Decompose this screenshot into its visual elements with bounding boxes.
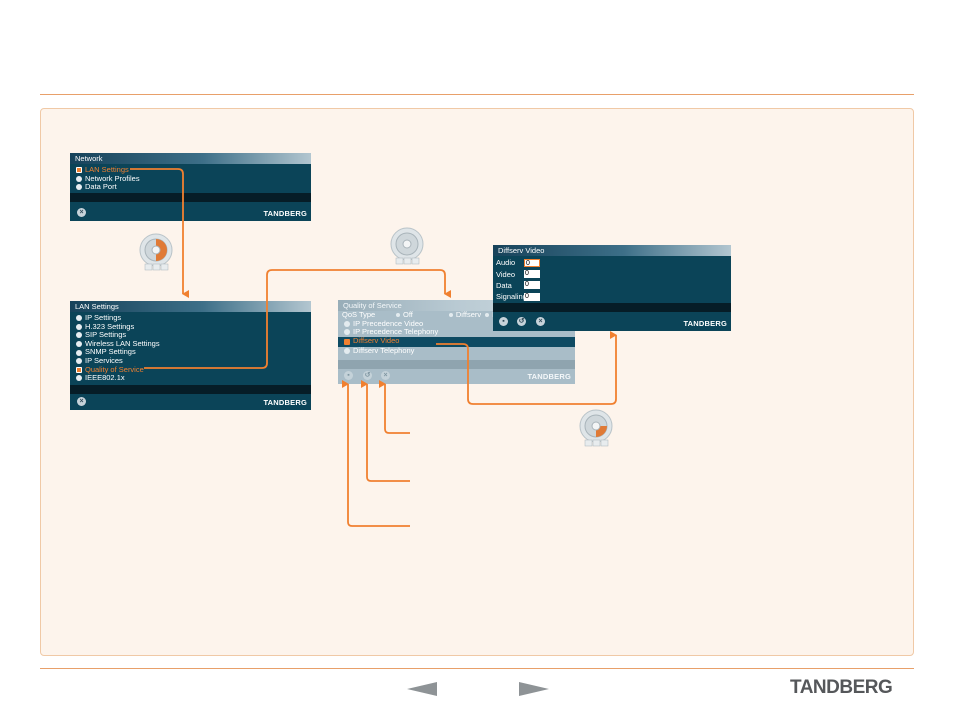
undo-icon[interactable]: ↺	[517, 317, 526, 326]
menu-title: LAN Settings	[70, 301, 311, 312]
undo-icon[interactable]: ↺	[363, 371, 372, 380]
tandberg-logo: TANDBERG	[683, 319, 727, 328]
bullet-icon	[76, 349, 82, 356]
lan-settings-menu: LAN Settings IP Settings H.323 Settings …	[70, 301, 311, 410]
menu-item-sip-settings[interactable]: SIP Settings	[70, 331, 311, 340]
menu-item-data-port[interactable]: Data Port	[70, 183, 311, 192]
field-video: Video 0	[493, 268, 731, 279]
menu-item-ip-services[interactable]: IP Services	[70, 356, 311, 366]
arrow-diffserv-to-diffserv-menu	[436, 331, 617, 405]
tandberg-brand-logo: TANDBERG	[790, 677, 893, 698]
field-label: Data	[496, 280, 512, 290]
bullet-icon	[76, 332, 82, 339]
diffserv-video-menu: Diffserv Video Audio 0 Video 0 Data 0 Signa…	[493, 245, 731, 331]
tandberg-logo: TANDBERG	[263, 398, 307, 407]
field-data: Data 0	[493, 280, 731, 291]
remote-control-icon	[139, 233, 173, 271]
menu-item-ieee8021x[interactable]: IEEE802.1x	[70, 374, 311, 383]
network-menu: Network LAN Settings Network Profiles Da…	[70, 153, 311, 221]
arrow-qos-to-qos-dialog	[144, 269, 451, 369]
menu-item-snmp-settings[interactable]: SNMP Settings	[70, 348, 311, 357]
bullet-icon	[76, 375, 82, 382]
menu-item-diffserv-video[interactable]: Diffserv Video	[338, 336, 575, 347]
menu-title: Quality of Service	[338, 300, 575, 311]
bullet-icon	[76, 315, 82, 322]
menu-item-ip-precedence-video[interactable]: IP Precedence Video	[338, 319, 575, 329]
data-input[interactable]: 0	[524, 281, 540, 290]
radio-icon[interactable]	[448, 313, 453, 318]
status-bar	[70, 193, 311, 202]
bullet-icon	[344, 329, 350, 336]
remote-control-icon	[390, 227, 424, 265]
signaling-input[interactable]: 0	[524, 292, 540, 301]
bullet-icon	[76, 184, 82, 191]
field-label: Signaling	[496, 292, 527, 302]
top-divider	[40, 94, 914, 95]
bullet-icon	[76, 167, 82, 174]
callout-close	[379, 380, 410, 434]
tandberg-logo: TANDBERG	[263, 209, 307, 218]
qos-option-off[interactable]: Off	[403, 310, 413, 319]
qos-option-diffserv[interactable]: Diffserv	[455, 310, 482, 319]
tandberg-logo: TANDBERG	[527, 372, 571, 381]
menu-item-ip-precedence-telephony[interactable]: IP Precedence Telephony	[338, 328, 575, 337]
bullet-icon	[344, 348, 350, 355]
bullet-icon	[76, 341, 82, 348]
menu-item-quality-of-service[interactable]: Quality of Service	[70, 365, 311, 375]
save-icon[interactable]: ▪	[499, 317, 508, 326]
left-arrow-icon[interactable]	[407, 682, 437, 696]
audio-input[interactable]: 0	[524, 258, 540, 267]
close-icon[interactable]: ×	[77, 208, 86, 217]
video-input[interactable]: 0	[524, 270, 540, 279]
close-icon[interactable]: ×	[536, 317, 545, 326]
status-bar	[338, 360, 575, 369]
bullet-icon	[76, 175, 82, 182]
radio-icon[interactable]	[396, 313, 400, 318]
menu-item-h323-settings[interactable]: H.323 Settings	[70, 322, 311, 332]
callout-undo	[361, 380, 410, 482]
close-icon[interactable]: ×	[77, 397, 86, 406]
arrow-lan-to-lan-menu	[130, 168, 189, 298]
status-bar	[493, 303, 731, 312]
field-label: Video	[496, 269, 516, 279]
qos-type-label: QoS Type	[342, 310, 376, 319]
bullet-icon	[344, 338, 350, 345]
bottom-divider	[40, 668, 914, 669]
status-bar	[70, 385, 311, 394]
menu-item-lan-settings[interactable]: LAN Settings	[70, 165, 311, 175]
menu-title: Network	[70, 153, 311, 164]
save-icon[interactable]: ▪	[344, 371, 353, 380]
bullet-icon	[76, 323, 82, 330]
remote-control-icon	[579, 409, 613, 447]
radio-icon[interactable]	[485, 313, 490, 318]
field-label: Audio	[496, 258, 516, 268]
bullet-icon	[76, 366, 82, 373]
bullet-icon	[76, 358, 82, 365]
bullet-icon	[344, 320, 350, 327]
menu-item-wireless-lan-settings[interactable]: Wireless LAN Settings	[70, 339, 311, 349]
callout-save	[342, 380, 410, 527]
menu-title: Diffserv Video	[493, 245, 731, 256]
menu-item-ip-settings[interactable]: IP Settings	[70, 313, 311, 323]
close-icon[interactable]: ×	[381, 371, 390, 380]
field-audio: Audio 0	[493, 257, 731, 268]
right-arrow-icon[interactable]	[519, 682, 549, 696]
menu-item-diffserv-telephony[interactable]: Diffserv Telephony	[338, 346, 575, 356]
menu-item-network-profiles[interactable]: Network Profiles	[70, 174, 311, 184]
